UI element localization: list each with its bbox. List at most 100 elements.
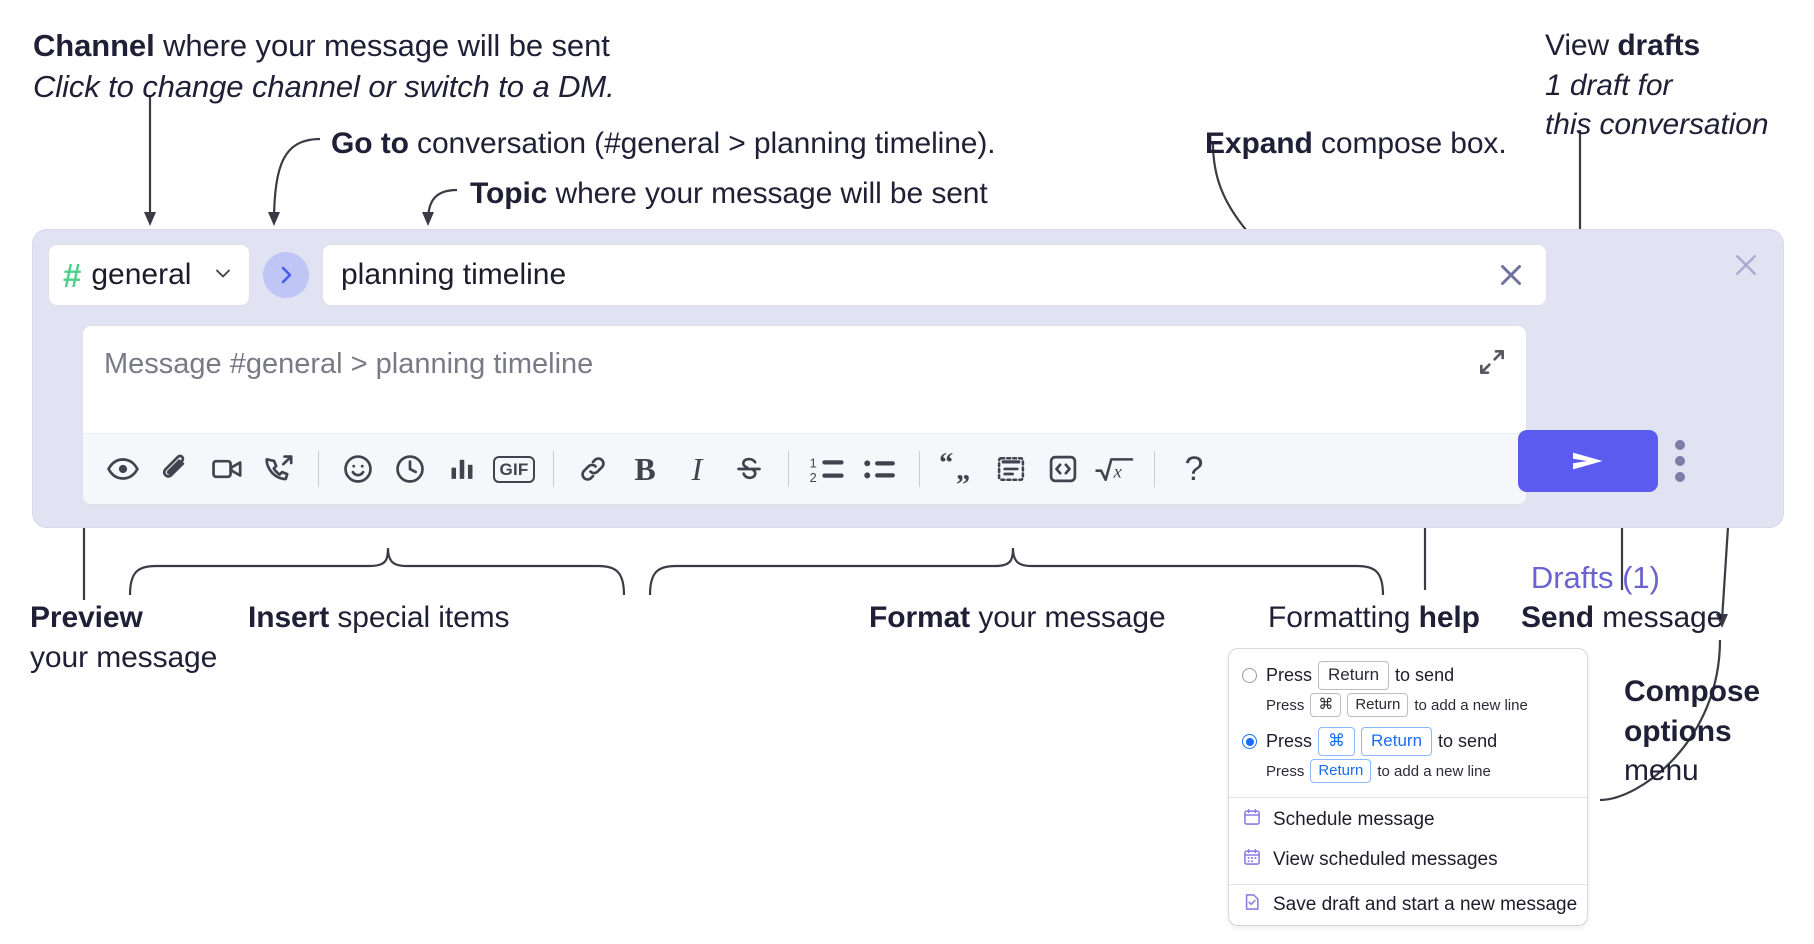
annotation-topic-rest: where your message will be sent	[547, 177, 988, 210]
annotation-preview: Preview your message	[30, 598, 217, 677]
annotation-insert-bold: Insert	[248, 601, 330, 634]
strikethrough-icon[interactable]	[723, 443, 775, 495]
annotation-compose-options: Compose options menu	[1624, 672, 1760, 791]
toolbar-divider	[1154, 451, 1155, 487]
annotation-compose-options-line2: options	[1624, 714, 1732, 748]
menu-item-label: Schedule message	[1273, 809, 1435, 831]
radio-unselected[interactable]	[1242, 667, 1257, 683]
message-placeholder: Message #general > planning timeline	[104, 348, 594, 380]
annotation-format-bold: Format	[869, 601, 971, 634]
annotation-topic: Topic where your message will be sent	[470, 174, 988, 214]
chevron-down-icon	[211, 261, 235, 290]
option1-to-send: to send	[1395, 664, 1455, 685]
annotation-compose-options-line3: menu	[1624, 754, 1699, 788]
calendar-icon	[1242, 807, 1262, 833]
annotation-channel-bold: Channel	[33, 28, 155, 63]
phone-forward-icon[interactable]	[253, 443, 305, 495]
compose-options-menu-button[interactable]	[1663, 438, 1697, 484]
topic-field[interactable]: planning timeline	[322, 244, 1547, 306]
hash-icon: #	[63, 256, 82, 294]
radio-selected[interactable]	[1242, 734, 1257, 750]
option1-press: Press	[1266, 664, 1313, 685]
menu-item-label: View scheduled messages	[1273, 849, 1498, 871]
annotation-expand: Expand compose box.	[1205, 124, 1507, 164]
menu-divider	[1229, 797, 1587, 799]
annotation-help-plain: Formatting	[1268, 601, 1419, 634]
go-to-conversation-button[interactable]	[263, 252, 309, 298]
video-camera-icon[interactable]	[201, 443, 253, 495]
key-command: ⌘	[1318, 727, 1356, 757]
document-check-icon	[1242, 892, 1262, 918]
close-icon[interactable]	[1729, 248, 1763, 282]
kebab-dot	[1675, 472, 1685, 482]
key-return: Return	[1318, 661, 1390, 690]
menu-item-save-draft[interactable]: Save draft and start a new message	[1229, 884, 1587, 925]
eye-icon[interactable]	[97, 443, 149, 495]
annotation-help: Formatting help	[1268, 598, 1480, 638]
gif-label: GIF	[492, 455, 536, 483]
annotation-drafts-italic-2: this conversation	[1545, 108, 1769, 142]
compose-box: # general planning timeline Message #gen…	[33, 230, 1783, 595]
bar-chart-icon[interactable]	[436, 443, 488, 495]
bulleted-list-icon[interactable]	[854, 443, 906, 495]
option2-sub-press: Press	[1266, 762, 1305, 780]
option2-sub-tail: to add a new line	[1377, 762, 1491, 780]
annotation-goto-rest: conversation (#general > planning timeli…	[408, 127, 996, 160]
menu-option-cmd-return-subtext: Press Return to add a new line	[1229, 757, 1587, 790]
message-input-panel[interactable]: Message #general > planning timeline	[82, 325, 1527, 505]
annotation-help-bold: help	[1418, 601, 1480, 634]
send-arrow-icon	[1573, 452, 1603, 470]
send-button[interactable]	[1518, 430, 1658, 492]
annotation-format: Format your message	[869, 598, 1166, 638]
annotation-preview-bold: Preview	[30, 601, 143, 634]
clear-topic-icon[interactable]	[1492, 256, 1530, 294]
math-icon[interactable]: x	[1089, 443, 1141, 495]
emoji-icon[interactable]	[332, 443, 384, 495]
code-block-icon[interactable]	[985, 443, 1037, 495]
annotation-channel: Channel where your message will be sent …	[33, 26, 653, 108]
annotation-channel-rest: where your message will be sent	[154, 28, 610, 63]
annotation-goto: Go to conversation (#general > planning …	[331, 124, 996, 164]
toolbar-divider	[919, 451, 920, 487]
paperclip-icon[interactable]	[149, 443, 201, 495]
kebab-dot	[1675, 456, 1685, 466]
menu-option-return-to-send[interactable]: Press Return to send	[1229, 658, 1587, 691]
blockquote-icon[interactable]: “ „	[933, 443, 985, 495]
annotation-expand-rest: compose box.	[1312, 127, 1507, 160]
compose-header-row: # general planning timeline	[48, 244, 1547, 306]
drafts-link[interactable]: Drafts (1)	[1530, 560, 1660, 595]
annotation-drafts: View drafts 1 draft for this conversatio…	[1545, 26, 1769, 145]
menu-option-cmd-return-to-send[interactable]: Press ⌘ Return to send	[1229, 724, 1587, 757]
toolbar-divider	[553, 451, 554, 487]
clock-icon[interactable]	[384, 443, 436, 495]
expand-compose-icon[interactable]	[1474, 344, 1510, 380]
toolbar-divider	[788, 451, 789, 487]
kebab-dot	[1675, 440, 1685, 450]
ordered-list-icon[interactable]: 1 2	[802, 443, 854, 495]
gif-icon[interactable]: GIF	[488, 443, 540, 495]
annotation-channel-italic: Click to change channel or switch to a D…	[33, 68, 615, 104]
toolbar-divider	[318, 451, 319, 487]
bold-label: B	[634, 451, 656, 487]
key-return: Return	[1347, 692, 1409, 718]
italic-label: I	[691, 451, 703, 487]
menu-item-view-scheduled-messages[interactable]: View scheduled messages	[1229, 840, 1587, 880]
link-icon[interactable]	[567, 443, 619, 495]
channel-picker[interactable]: # general	[48, 244, 250, 306]
menu-item-schedule-message[interactable]: Schedule message	[1229, 800, 1587, 840]
annotation-expand-bold: Expand	[1205, 127, 1313, 160]
calendar-grid-icon	[1242, 847, 1262, 873]
menu-item-label: Save draft and start a new message	[1273, 894, 1578, 916]
annotation-drafts-plain: View	[1545, 29, 1618, 62]
annotation-send-bold: Send	[1521, 601, 1594, 634]
bold-icon[interactable]: B	[619, 443, 671, 495]
code-icon[interactable]	[1037, 443, 1089, 495]
topic-value: planning timeline	[341, 258, 567, 291]
option2-press: Press	[1266, 731, 1313, 752]
italic-icon[interactable]: I	[671, 443, 723, 495]
help-icon[interactable]: ?	[1168, 443, 1220, 495]
annotation-insert-rest: special items	[329, 601, 510, 634]
annotation-format-rest: your message	[970, 601, 1166, 634]
annotation-drafts-bold: drafts	[1617, 29, 1701, 62]
channel-name: general	[91, 258, 192, 291]
